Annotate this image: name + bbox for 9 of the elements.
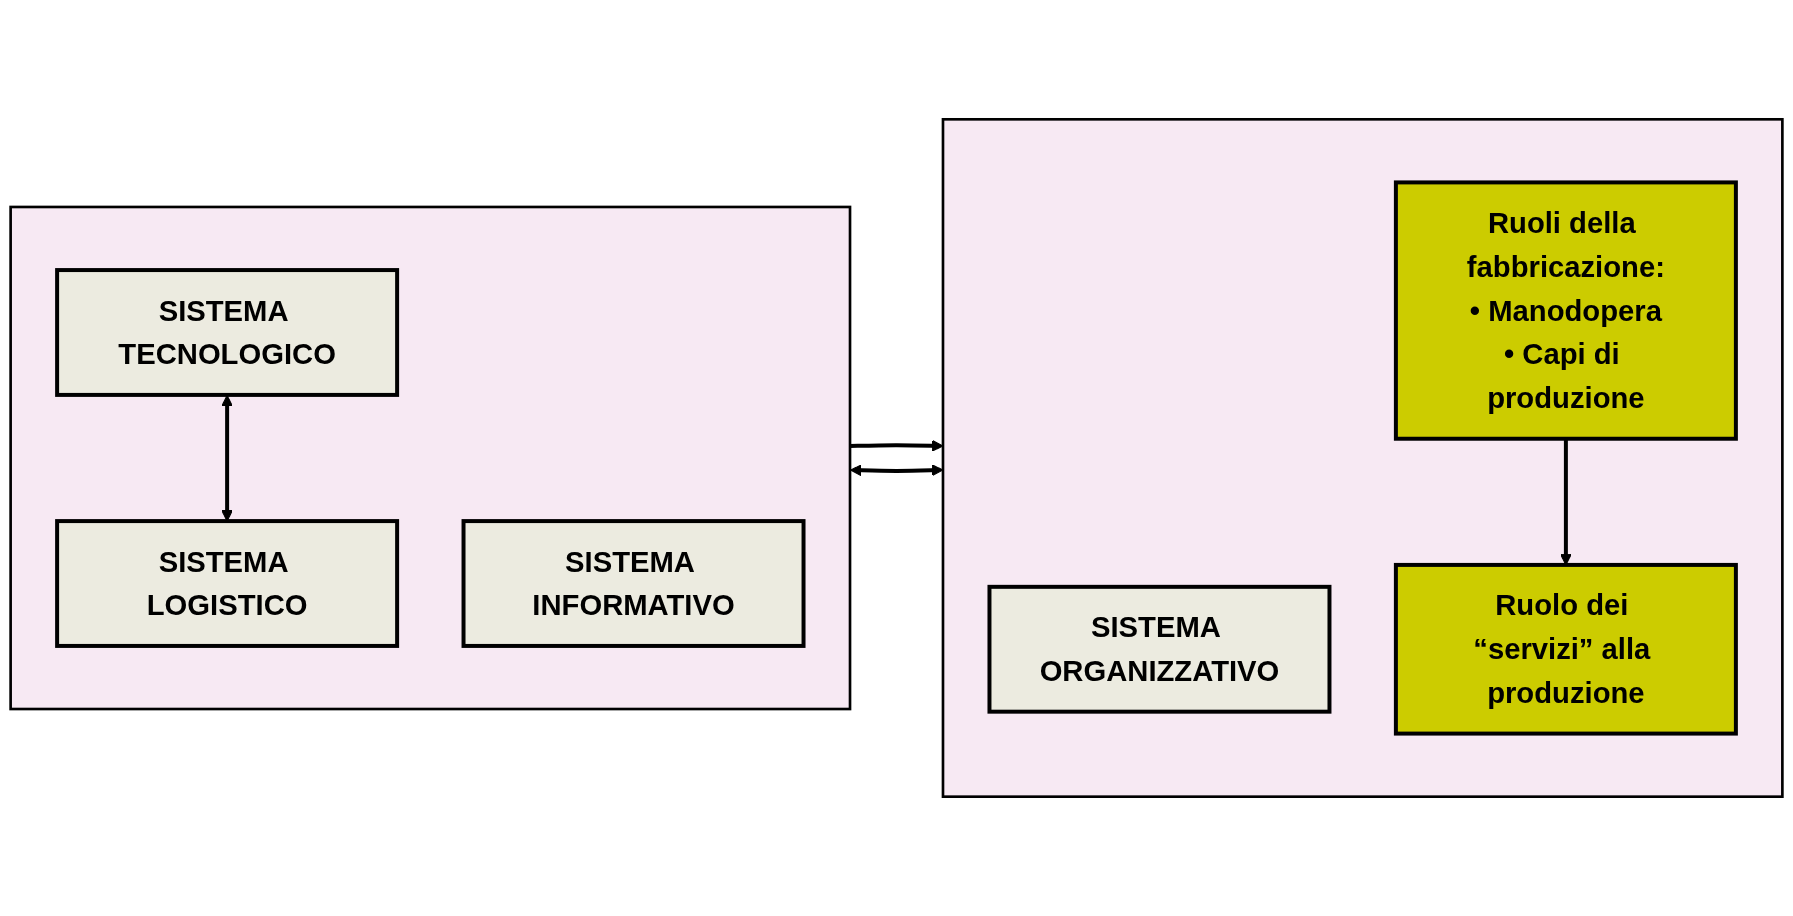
node-box: Ruolo dei “servizi” alla produzione	[1393, 562, 1738, 736]
node-box: SISTEMA TECNOLOGICO	[55, 268, 400, 397]
cluster	[941, 118, 1784, 798]
node-box: SISTEMA ORGANIZZATIVO	[987, 584, 1332, 714]
node-box: SISTEMA INFORMATIVO	[461, 519, 806, 648]
arrow	[221, 394, 233, 522]
node-box: Ruoli della fabbricazione: • Manodopera • Capi di produzione	[1393, 180, 1738, 441]
node-box: SISTEMA LOGISTICO	[55, 519, 400, 648]
cluster	[9, 205, 852, 711]
